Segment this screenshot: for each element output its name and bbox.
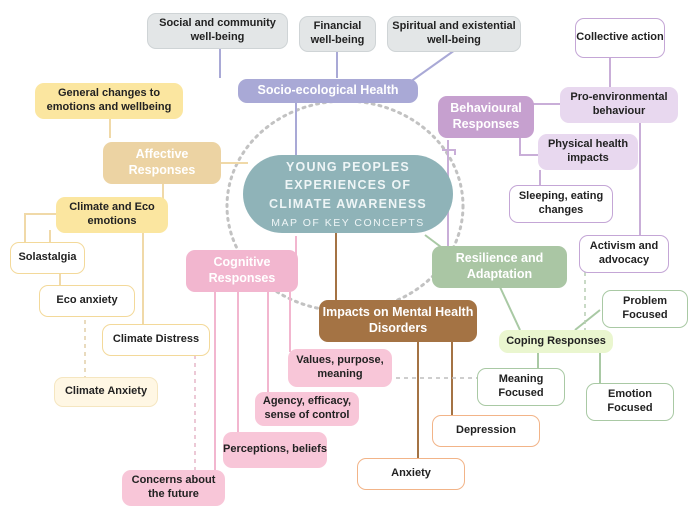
node-activism: Activism and advocacy (579, 235, 669, 273)
node-solastalgia: Solastalgia (10, 242, 85, 274)
node-climate-eco-emotions: Climate and Eco emotions (56, 197, 168, 233)
node-social-community: Social and community well-being (147, 13, 288, 49)
node-socio-ecological: Socio-ecological Health (238, 79, 418, 103)
node-perceptions: Perceptions, beliefs (223, 432, 327, 468)
node-affective: Affective Responses (103, 142, 221, 184)
node-eco-anxiety: Eco anxiety (39, 285, 135, 317)
node-cognitive: Cognitive Responses (186, 250, 298, 292)
node-mental-health: Impacts on Mental Health Disorders (319, 300, 477, 342)
center-title-line-3: CLIMATE AWARENESS (269, 196, 427, 211)
node-sleeping-eating: Sleeping, eating changes (509, 185, 613, 223)
node-general-changes: General changes to emotions and wellbein… (35, 83, 183, 119)
node-climate-anxiety: Climate Anxiety (54, 377, 158, 407)
node-spiritual: Spiritual and existential well-being (387, 16, 521, 52)
center-subtitle: MAP OF KEY CONCEPTS (271, 216, 425, 229)
node-values: Values, purpose, meaning (288, 349, 392, 387)
node-climate-distress: Climate Distress (102, 324, 210, 356)
node-resilience: Resilience and Adaptation (432, 246, 567, 288)
node-depression: Depression (432, 415, 540, 447)
node-behavioural: Behavioural Responses (438, 96, 534, 138)
center-title-line-1: YOUNG PEOPLES (286, 160, 410, 175)
node-coping: Coping Responses (499, 330, 613, 353)
node-concerns: Concerns about the future (122, 470, 225, 506)
node-financial: Financial well-being (299, 16, 376, 52)
center-node: YOUNG PEOPLES EXPERIENCES OF CLIMATE AWA… (243, 155, 453, 233)
node-meaning-focused: Meaning Focused (477, 368, 565, 406)
node-problem-focused: Problem Focused (602, 290, 688, 328)
node-collective-action: Collective action (575, 18, 665, 58)
center-title-line-2: EXPERIENCES OF (284, 178, 412, 193)
node-pro-environmental: Pro-environmental behaviour (560, 87, 678, 123)
node-emotion-focused: Emotion Focused (586, 383, 674, 421)
node-agency: Agency, efficacy, sense of control (255, 392, 359, 426)
node-physical-health: Physical health impacts (538, 134, 638, 170)
node-anxiety: Anxiety (357, 458, 465, 490)
